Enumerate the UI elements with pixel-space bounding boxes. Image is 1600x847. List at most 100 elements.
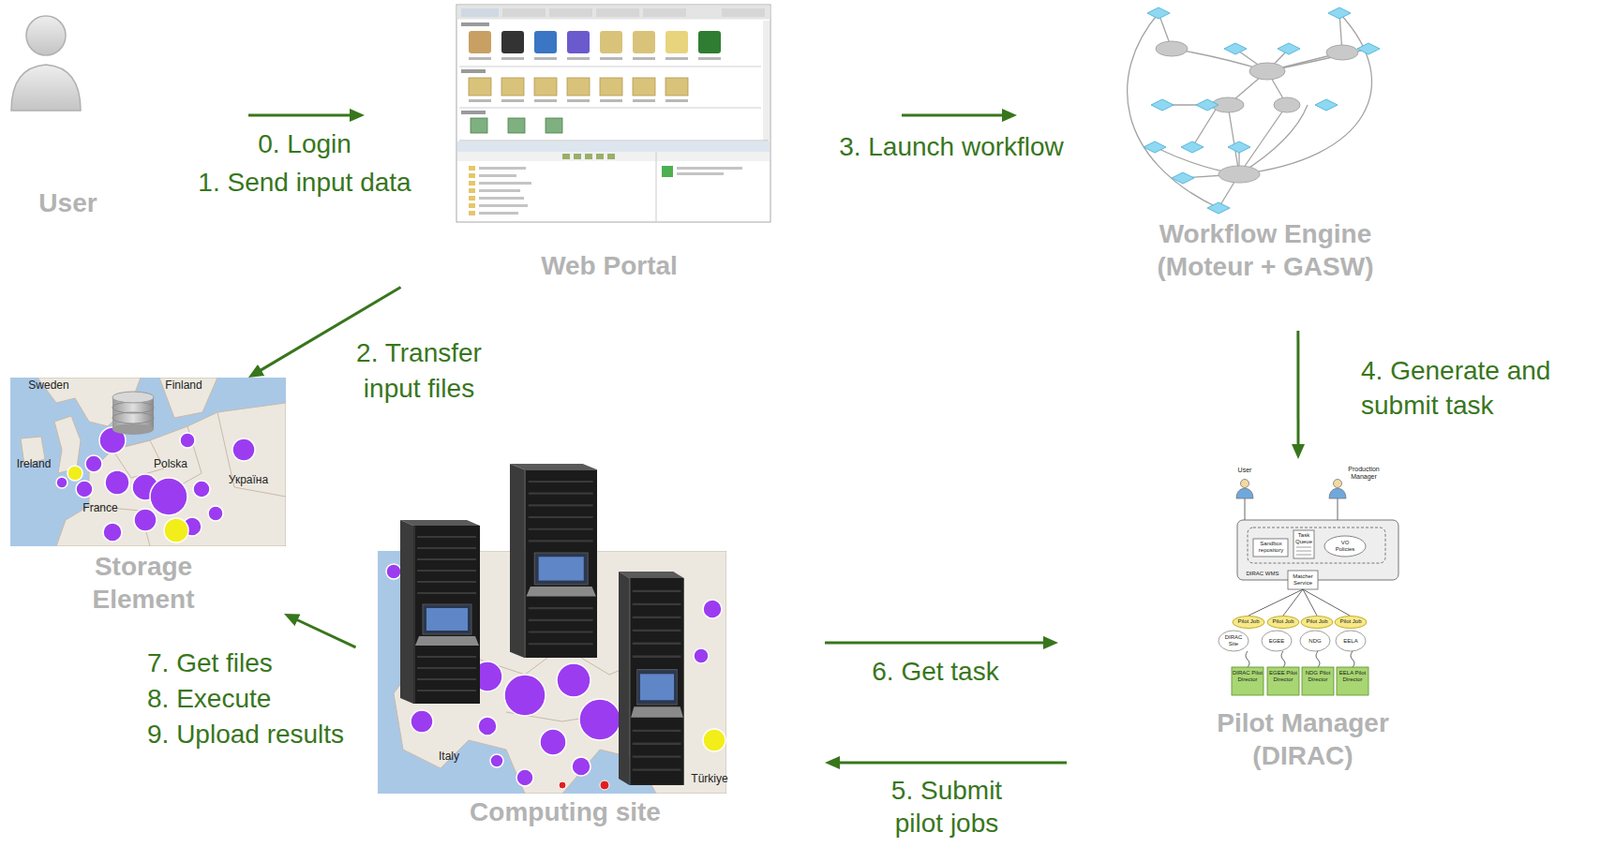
- user-icon: [26, 15, 66, 56]
- portal-screenshot: [478, 181, 532, 185]
- portal-screenshot: [567, 57, 590, 60]
- dirac-label: Pilot Job: [1232, 618, 1265, 626]
- computing-map: [516, 769, 534, 787]
- portal-screenshot: [567, 77, 590, 96]
- storage-map: [54, 416, 81, 474]
- portal-screenshot: [478, 204, 528, 208]
- computing-map: [509, 463, 598, 658]
- portal-screenshot: [596, 153, 604, 160]
- step-line: 4. Generate and submit task: [1360, 353, 1586, 423]
- dirac-diagram: [1293, 530, 1315, 559]
- dirac-diagram: [1283, 589, 1303, 616]
- portal-screenshot: [457, 5, 771, 20]
- storage-map: [20, 377, 286, 547]
- database-icon: [112, 412, 154, 424]
- portal-screenshot: [468, 77, 492, 96]
- component-label: Storage Element: [77, 550, 210, 616]
- workflow-graph: [1218, 165, 1260, 183]
- dirac-diagram: [1247, 527, 1386, 564]
- computing-map: [702, 729, 726, 752]
- portal-screenshot: [470, 118, 563, 134]
- workflow-graph: [1326, 44, 1359, 60]
- portal-screenshot: [534, 77, 557, 96]
- dirac-diagram: [1315, 651, 1320, 668]
- portal-screenshot: [468, 210, 476, 216]
- dirac-diagram: [1236, 479, 1346, 500]
- computing-map: [490, 754, 504, 768]
- storage-map: [10, 377, 286, 547]
- step-line: 2. Transfer input files: [343, 335, 494, 407]
- portal-screenshot: [698, 30, 721, 54]
- workflow-graph: [1273, 97, 1301, 113]
- portal-screenshot: [461, 8, 499, 17]
- dirac-diagram: [1281, 651, 1286, 668]
- computing-map: [599, 780, 610, 791]
- computing-map: [702, 599, 722, 619]
- storage-map: [67, 465, 83, 481]
- workflow-graph: [1127, 13, 1373, 209]
- dirac-diagram: [1301, 667, 1334, 696]
- portal-screenshot: [656, 151, 658, 222]
- workflow-graph: [1227, 104, 1240, 175]
- portal-screenshot: [534, 99, 557, 103]
- step-label: 0. Login 1. Send input data: [178, 124, 432, 202]
- map-label: Україна: [220, 473, 277, 487]
- database-icon: [112, 391, 154, 404]
- workflow-graph: [1151, 99, 1174, 111]
- storage-map: [149, 478, 188, 516]
- component-node: Storage Element: [2, 377, 285, 624]
- dirac-diagram: [1302, 589, 1350, 616]
- storage-map: [208, 506, 224, 522]
- portal-screenshot: [661, 165, 673, 178]
- dirac-label: EELA Pilot Director: [1337, 670, 1368, 684]
- dirac-diagram: [1218, 630, 1366, 652]
- flow-arrow: [837, 762, 1067, 765]
- storage-map: [56, 427, 255, 542]
- portal-screenshot: [468, 188, 476, 194]
- dirac-label: Production Manager: [1340, 465, 1388, 481]
- portal-screenshot: [567, 99, 590, 103]
- portal-screenshot: [468, 57, 492, 60]
- dirac-diagram: [1236, 488, 1254, 499]
- computing-map: [377, 463, 727, 794]
- map-label: Finland: [155, 378, 212, 392]
- workflow-graph: [1127, 13, 1219, 209]
- computing-map: [400, 520, 480, 704]
- portal-screenshot: [478, 211, 519, 215]
- portal-screenshot: [762, 20, 770, 141]
- workflow-graph: [1181, 141, 1204, 153]
- workflow-graph: [1207, 202, 1230, 214]
- dirac-diagram: [1248, 589, 1350, 616]
- workflow-graph: [1143, 7, 1380, 214]
- dirac-label: EGEE: [1263, 638, 1290, 645]
- component-label: Workflow Engine (Moteur + GASW): [1134, 217, 1397, 284]
- portal-screenshot: [501, 30, 524, 54]
- portal-screenshot: [470, 118, 488, 134]
- portal-screenshot: [478, 166, 532, 215]
- portal-screenshot: [478, 166, 526, 170]
- portal-screenshot: [632, 99, 656, 103]
- workflow-graph: [1239, 13, 1372, 175]
- storage-map: [104, 470, 130, 495]
- storage-map: [67, 465, 189, 543]
- dirac-diagram: [1334, 616, 1367, 629]
- portal-screenshot: [607, 153, 615, 160]
- portal-screenshot: [665, 57, 688, 60]
- computing-map: [618, 571, 685, 786]
- portal-screenshot: [596, 8, 640, 17]
- computing-map: [693, 648, 709, 664]
- dirac-diagram: [1261, 630, 1292, 652]
- dirac-diagram: [1324, 536, 1366, 557]
- portal-screenshot: [665, 99, 688, 103]
- step-label: 6. Get task: [841, 656, 1030, 688]
- workflow-graph: [1127, 7, 1380, 214]
- dirac-diagram: [1267, 667, 1300, 696]
- portal-screenshot: [632, 57, 656, 60]
- step-line: 6. Get task: [841, 656, 1030, 688]
- storage-map: [56, 403, 286, 547]
- computing-map: [571, 757, 591, 777]
- map-label: Polska: [147, 457, 195, 471]
- portal-screenshot: [665, 30, 688, 54]
- map-label: France: [76, 501, 124, 515]
- dirac-label: Sandbox repository: [1253, 540, 1289, 554]
